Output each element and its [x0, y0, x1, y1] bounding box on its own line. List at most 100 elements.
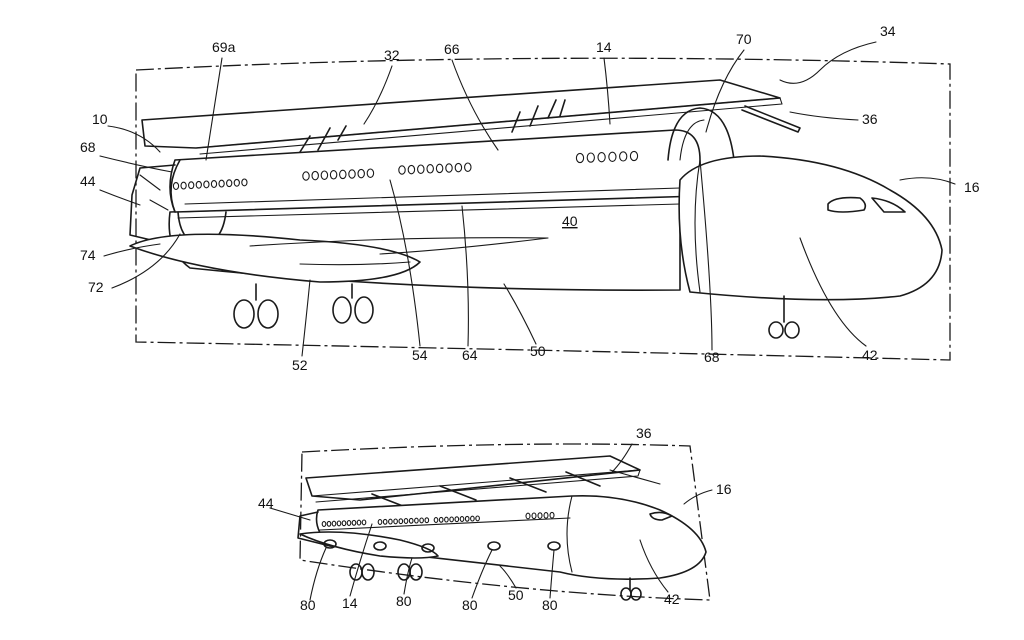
top-front-door-arc: [667, 107, 735, 161]
cabin-window: [433, 517, 439, 523]
label-40: 40: [562, 213, 578, 229]
label-70: 70: [736, 31, 752, 47]
cabin-window: [341, 520, 347, 527]
bottom-main-gear-left: [349, 563, 375, 581]
cabin-window: [393, 518, 398, 525]
bottom-wing: [299, 531, 439, 559]
cabin-window: [233, 178, 240, 187]
cabin-window: [226, 179, 233, 188]
top-cockpit-window-1: [827, 196, 867, 213]
top-nose-wheel-1: [768, 321, 784, 339]
cabin-window: [414, 517, 419, 524]
label-68-left: 68: [80, 139, 96, 155]
cabin-window: [302, 171, 310, 181]
label-50-bottom: 50: [508, 587, 524, 603]
cabin-window: [331, 520, 337, 527]
top-main-gear-right: [332, 283, 374, 324]
label-66: 66: [444, 41, 460, 57]
cabin-window: [356, 519, 362, 526]
label-80-d: 80: [542, 597, 558, 613]
cabin-window: [377, 519, 383, 525]
top-wing-fairing: [249, 237, 549, 255]
label-36-top: 36: [862, 111, 878, 127]
label-50-top: 50: [530, 343, 546, 359]
cabin-window: [475, 515, 480, 522]
top-pylon-1: [299, 125, 347, 153]
top-figure: 69a 32 66 14 70 34 36 10 68 16 44 40 74 …: [80, 23, 980, 373]
label-16-bottom: 16: [716, 481, 732, 497]
cabin-window: [586, 152, 595, 163]
top-main-gear-left: [233, 283, 279, 329]
label-42-bottom: 42: [664, 591, 680, 607]
cabin-window: [210, 180, 218, 188]
label-80-c: 80: [462, 597, 478, 613]
label-54: 54: [412, 347, 428, 363]
cabin-window: [329, 170, 338, 180]
cabin-window: [188, 181, 195, 190]
cabin-window: [459, 516, 465, 522]
top-envelope-outline: [135, 57, 951, 361]
cabin-window: [180, 181, 187, 190]
label-64: 64: [462, 347, 478, 363]
cabin-window: [454, 516, 460, 523]
cabin-window: [388, 518, 393, 525]
bottom-nose-gear: [620, 577, 642, 601]
top-pylon-3: [559, 99, 566, 117]
cabin-window: [454, 162, 463, 173]
cabin-window: [336, 520, 342, 527]
cabin-window: [398, 165, 406, 175]
top-cockpit-window-2: [871, 197, 906, 213]
cabin-window: [382, 518, 388, 525]
cabin-window: [351, 519, 357, 526]
cabin-window: [419, 517, 424, 524]
cabin-window: [537, 512, 543, 519]
bottom-tail: [297, 511, 331, 547]
cabin-window: [531, 512, 537, 520]
bottom-envelope-outline: [299, 443, 711, 601]
cabin-window: [326, 520, 332, 527]
top-pylon-2: [511, 99, 557, 133]
cabin-window: [218, 179, 225, 188]
bottom-figure: 36 44 16 80 14 80 80 50 80 42: [258, 425, 732, 613]
cabin-window: [470, 515, 475, 522]
top-module-seam-2: [177, 203, 681, 219]
cabin-window: [398, 518, 404, 525]
label-14-top: 14: [596, 39, 612, 55]
top-cabin-rear-cap: [170, 159, 181, 213]
label-72: 72: [88, 279, 104, 295]
cabin-window: [445, 163, 453, 173]
cabin-window: [311, 170, 319, 181]
bottom-module-seam: [319, 517, 571, 531]
cabin-window: [403, 518, 409, 524]
bottom-main-gear-right: [397, 563, 423, 581]
label-68-right: 68: [704, 349, 720, 365]
label-36-bottom: 36: [636, 425, 652, 441]
bottom-carrier-trailing-bar: [609, 469, 661, 485]
label-80-a: 80: [300, 597, 316, 613]
cabin-window: [407, 164, 416, 175]
cabin-window: [417, 164, 425, 174]
cabin-window: [241, 178, 248, 187]
cabin-window: [408, 517, 414, 524]
cabin-window: [366, 168, 375, 178]
label-10: 10: [92, 111, 108, 127]
label-14-bottom: 14: [342, 595, 358, 611]
cabin-window: [629, 150, 639, 162]
label-32: 32: [384, 47, 400, 63]
label-42-top: 42: [862, 347, 878, 363]
top-nose-wheel-2: [784, 321, 800, 339]
label-69a: 69a: [212, 39, 236, 55]
top-wing-flap: [299, 261, 411, 266]
cabin-window: [549, 511, 555, 519]
top-carrier-trailing-bar: [741, 105, 801, 133]
cabin-window: [426, 164, 434, 174]
cabin-window: [172, 182, 180, 190]
bottom-carrier-wing: [305, 455, 641, 501]
top-tail-cone: [129, 164, 176, 246]
cabin-window: [444, 516, 449, 523]
cabin-window: [543, 512, 549, 519]
cabin-window: [320, 170, 329, 180]
cabin-window: [435, 163, 444, 174]
label-34: 34: [880, 23, 896, 39]
cabin-window: [438, 516, 444, 523]
